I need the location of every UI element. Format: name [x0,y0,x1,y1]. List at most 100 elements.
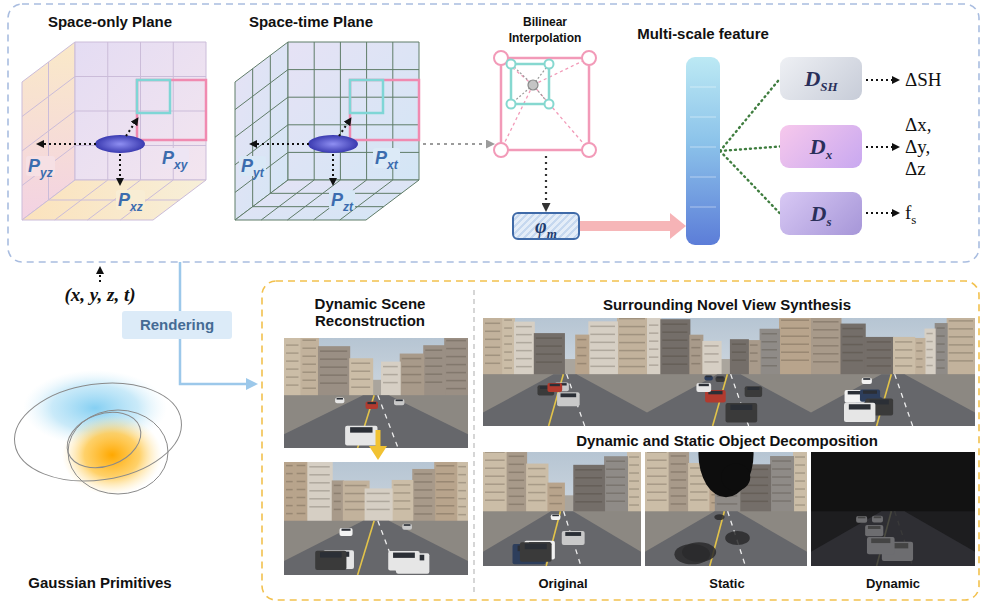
graphic-part [257,143,309,145]
graphic-part [137,80,170,113]
graphic-part [795,472,805,474]
graphic-part [394,492,411,494]
graphic-part [725,531,750,545]
graphic-part [935,323,948,383]
graphic-part [647,483,667,485]
graphic-part [690,491,707,493]
plane-title: Space-time Plane [249,13,373,30]
photos [256,304,986,575]
graphic-part [414,481,432,483]
graphic-part [514,322,535,383]
graphic-part [762,357,777,359]
graphic-part [772,476,791,478]
graphic-part [704,353,718,355]
graphic-part [662,323,687,325]
graphic-part [762,333,777,335]
graphic-part [916,342,922,344]
graphic-part [295,462,309,530]
graphic-part [297,513,306,515]
graphic-part [895,374,913,426]
graphic-part [297,497,306,499]
flow-arrow [545,156,547,203]
graphic-part [507,100,516,109]
graphic-part [577,363,586,365]
graphic-part [704,375,712,380]
graphic-part [345,509,367,511]
graphic-part [402,358,422,360]
graphic-part [813,361,838,363]
graphic-part [309,498,329,500]
graphic-part [747,387,759,390]
graphic-part [772,492,791,494]
grid-drawing [495,52,595,156]
graphic-part [444,338,468,404]
graphic-part [671,503,686,505]
graphic-part [297,489,306,491]
graphic-part [485,331,500,333]
graphic-part [671,471,686,473]
graphic-part [300,338,318,404]
text-subscript: yz [40,166,53,180]
text-subscript: s [911,212,916,227]
plane-label: Pxz [116,190,145,210]
graphic-part [649,340,658,342]
flow-arrow [580,221,670,231]
graphic-part [671,479,686,481]
graphic-part [926,333,932,335]
photo [284,462,468,575]
graphic-part [629,480,639,482]
graphic-part [436,497,454,499]
graphic-part [662,347,687,349]
text-main: D [811,201,827,226]
graphic-part [414,489,432,491]
graphic-part [446,348,466,350]
graphic-part [414,497,432,499]
graphic-part [691,339,700,341]
output-arrow [866,79,892,81]
graphic-part [396,399,403,401]
graphic-part [575,485,602,487]
graphic-part [516,326,532,328]
graphic-part [772,484,791,486]
text-main: P [241,156,253,176]
graphic-part [865,525,883,536]
graphic-part [629,488,639,490]
graphic-part [297,473,306,475]
graphic-part [926,341,932,343]
graphic-part [647,459,667,461]
text-main: f [905,202,911,223]
graphic-part [351,370,370,372]
graphic-part [690,147,716,148]
graphic-part [895,341,912,343]
text-main: D [804,66,820,91]
graphic-part [550,384,560,386]
text-subscript: yt [253,166,264,180]
graphic-part [536,353,562,355]
graphic-part [434,462,457,530]
graphic-part [557,392,580,406]
graphic-part [345,493,367,495]
graphic-part [59,403,148,478]
bar-lines [686,57,720,245]
text-main: P [375,148,387,168]
graphic-part [509,488,524,490]
graphic-part [704,361,718,363]
separator [473,290,474,594]
graphic-part [840,324,865,383]
graphic-part [339,528,352,536]
graphic-part [286,473,293,475]
graphic-part [345,426,377,446]
graphic-part [458,506,466,508]
graphic-part [366,42,367,180]
graphic-part [297,505,306,507]
graphic-part [516,334,532,336]
graphic-part [235,180,419,220]
graphic-part [284,395,468,448]
graphic-part [551,514,561,520]
graphic-part [509,496,524,498]
text-main: φ [535,215,547,237]
graphic-part [342,529,351,531]
graphic-part [662,363,687,365]
graphic-part [811,511,975,566]
graphic-part [606,468,625,470]
